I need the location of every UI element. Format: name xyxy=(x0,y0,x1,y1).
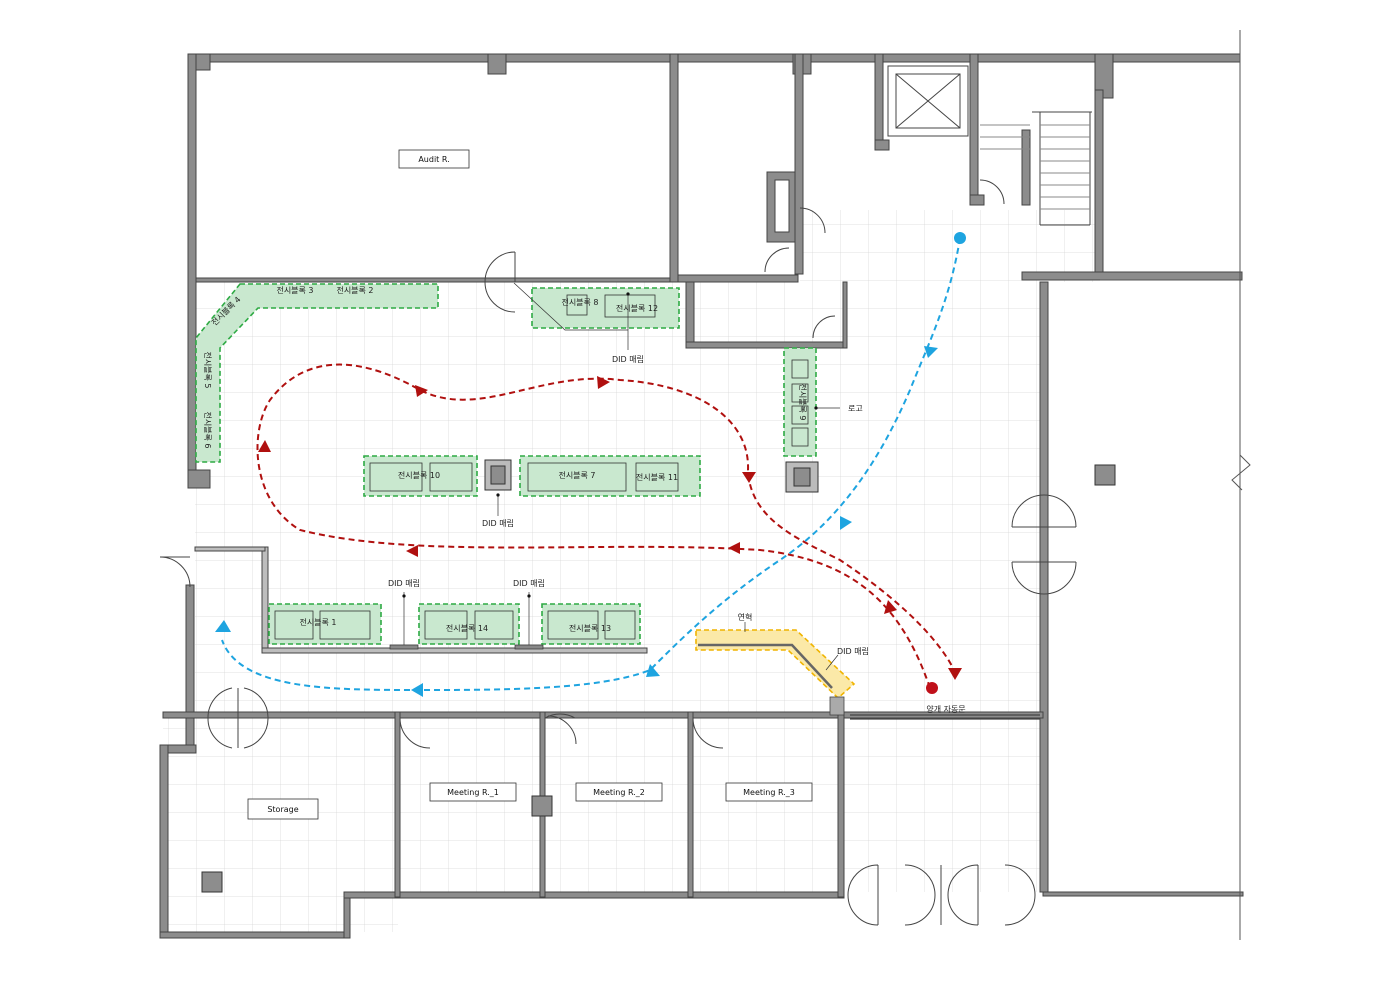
did-label-mid: DID 매립 xyxy=(513,579,545,588)
block-10-label: 전시블록 10 xyxy=(398,470,440,480)
meeting-room-1-label: Meeting R._1 xyxy=(447,788,499,797)
did-label-center: DID 매립 xyxy=(482,519,514,528)
meeting-room-3-label: Meeting R._3 xyxy=(743,788,795,797)
walls xyxy=(159,53,1244,939)
did-label-right: DID 매립 xyxy=(837,647,869,656)
block-14-label: 전시블록 14 xyxy=(446,623,488,633)
history-wall xyxy=(695,629,856,716)
block-inner-boxes xyxy=(274,294,809,640)
block-3-label: 전시블록 3 xyxy=(276,285,313,295)
leader-lines xyxy=(389,282,840,671)
did-label-top: DID 매립 xyxy=(612,355,644,364)
did-label-left: DID 매립 xyxy=(388,579,420,588)
block-12-label: 전시블록 12 xyxy=(616,303,658,313)
red-circulation-path xyxy=(256,363,956,689)
block-8-label: 전시블록 8 xyxy=(561,297,598,307)
red-end-point xyxy=(926,682,938,694)
outer-lines xyxy=(1100,30,1241,940)
annotation-dots xyxy=(402,292,818,598)
auto-door-label: 양개 자동문 xyxy=(926,704,965,714)
block-9-label: 전시블록 9 xyxy=(798,383,808,420)
block-13-label: 전시블록 13 xyxy=(569,623,611,633)
blue-start-point xyxy=(954,232,966,244)
audit-room-label: Audit R. xyxy=(418,155,449,164)
block-2-label: 전시블록 2 xyxy=(336,285,373,295)
logo-label: 로고 xyxy=(848,404,863,413)
block-5-label: 전시블록 5 xyxy=(203,351,213,388)
break-line xyxy=(1231,454,1251,491)
block-6-label: 전시블록 6 xyxy=(203,411,213,448)
elevator-core xyxy=(887,65,1092,226)
columns xyxy=(201,459,1116,893)
block-11-label: 전시블록 11 xyxy=(636,472,678,482)
meeting-room-2-label: Meeting R._2 xyxy=(593,788,645,797)
blue-circulation-path xyxy=(221,237,961,691)
storage-label: Storage xyxy=(267,805,298,814)
block-7-label: 전시블록 7 xyxy=(558,470,595,480)
room-labels: Audit R. Storage Meeting R._1 Meeting R.… xyxy=(247,149,813,820)
annotations: DID 매립 DID 매립 DID 매립 DID 매립 DID 매립 로고 연혁… xyxy=(388,355,966,714)
history-label: 연혁 xyxy=(738,613,753,622)
block-1-label: 전시블록 1 xyxy=(299,617,336,627)
red-path-arrows xyxy=(258,376,962,680)
stairs xyxy=(980,111,1092,226)
doors xyxy=(159,150,1077,926)
sliding-door xyxy=(850,714,1040,720)
blue-path-arrows xyxy=(215,346,938,697)
